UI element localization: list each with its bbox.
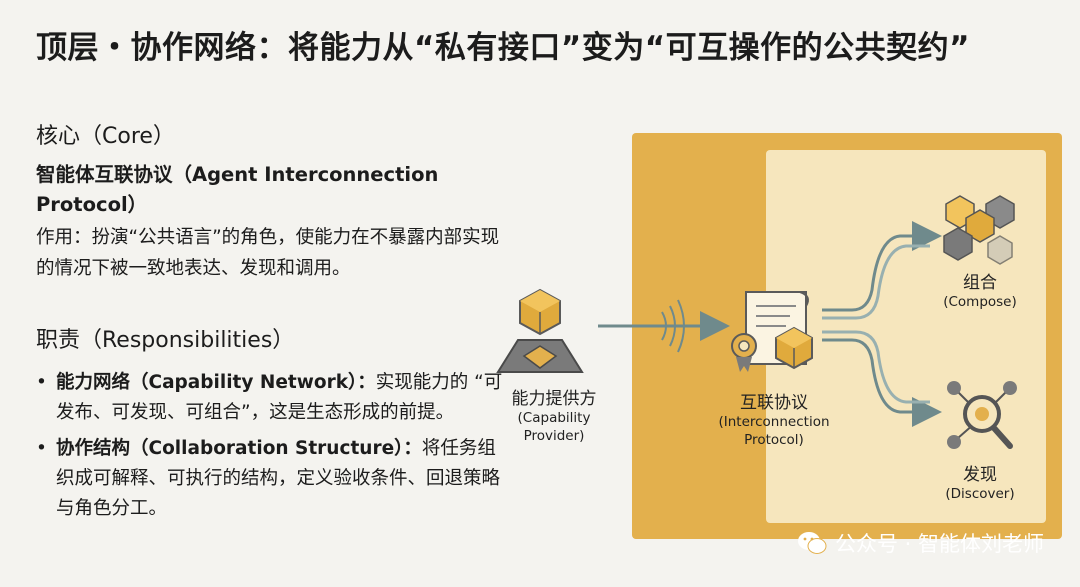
branch-arrows [822,221,942,427]
provider-label-zh: 能力提供方 [511,389,597,409]
watermark: 公众号 · 智能体刘老师 [797,528,1044,558]
network-search-icon [947,381,1017,449]
bullet-marker: • [36,438,47,459]
bullet-marker: • [36,372,47,393]
protocol-label-zh: 互联协议 [740,393,808,413]
wechat-icon [797,532,827,554]
compose-label-en: (Compose) [943,294,1017,310]
protocol-label-en: (Interconnection Protocol) [718,414,830,448]
bullet-term: 能力网络（Capability Network）： [56,372,376,393]
core-heading: 核心（Core） [36,124,175,149]
protocol-label: 互联协议 (Interconnection Protocol) [700,388,848,449]
bullet-text: 实现能力的 “可发布、可发现、可组合”，这是生态形成的前提。 [56,372,503,423]
provider-label-en: (Capability Provider) [517,410,591,444]
compose-label: 组合 (Compose) [930,268,1030,311]
cube-cluster-icon [943,195,1015,265]
provider-label: 能力提供方 (Capability Provider) [488,384,620,445]
signal-arrow [598,299,730,353]
core-description: 作用：扮演“公共语言”的角色，使能力在不暴露内部实现的情况下被一致地表达、发现和… [36,227,500,279]
bullet-text: 将任务组织成可解释、可执行的结构，定义验收条件、回退策略与角色分工。 [56,438,501,519]
left-content: 核心（Core） 智能体互联协议（Agent Interconnection P… [36,118,506,530]
discover-label: 发现 (Discover) [930,460,1030,503]
responsibilities-list: • 能力网络（Capability Network）：实现能力的 “可发布、可发… [36,368,506,524]
certificate-cube-icon [731,291,813,372]
discover-label-zh: 发现 [963,465,997,485]
discover-label-en: (Discover) [945,486,1015,502]
page-title: 顶层・协作网络：将能力从“私有接口”变为“可互操作的公共契约” [36,30,970,66]
capability-provider-icon [496,288,584,373]
list-item: • 能力网络（Capability Network）：实现能力的 “可发布、可发… [36,368,506,428]
watermark-text: 公众号 · 智能体刘老师 [834,532,1044,556]
core-subheading: 智能体互联协议（Agent Interconnection Protocol） [36,163,439,216]
compose-label-zh: 组合 [963,273,997,293]
bullet-term: 协作结构（Collaboration Structure）： [56,438,422,459]
list-item: • 协作结构（Collaboration Structure）：将任务组织成可解… [36,434,506,524]
responsibilities-heading: 职责（Responsibilities） [36,328,295,353]
